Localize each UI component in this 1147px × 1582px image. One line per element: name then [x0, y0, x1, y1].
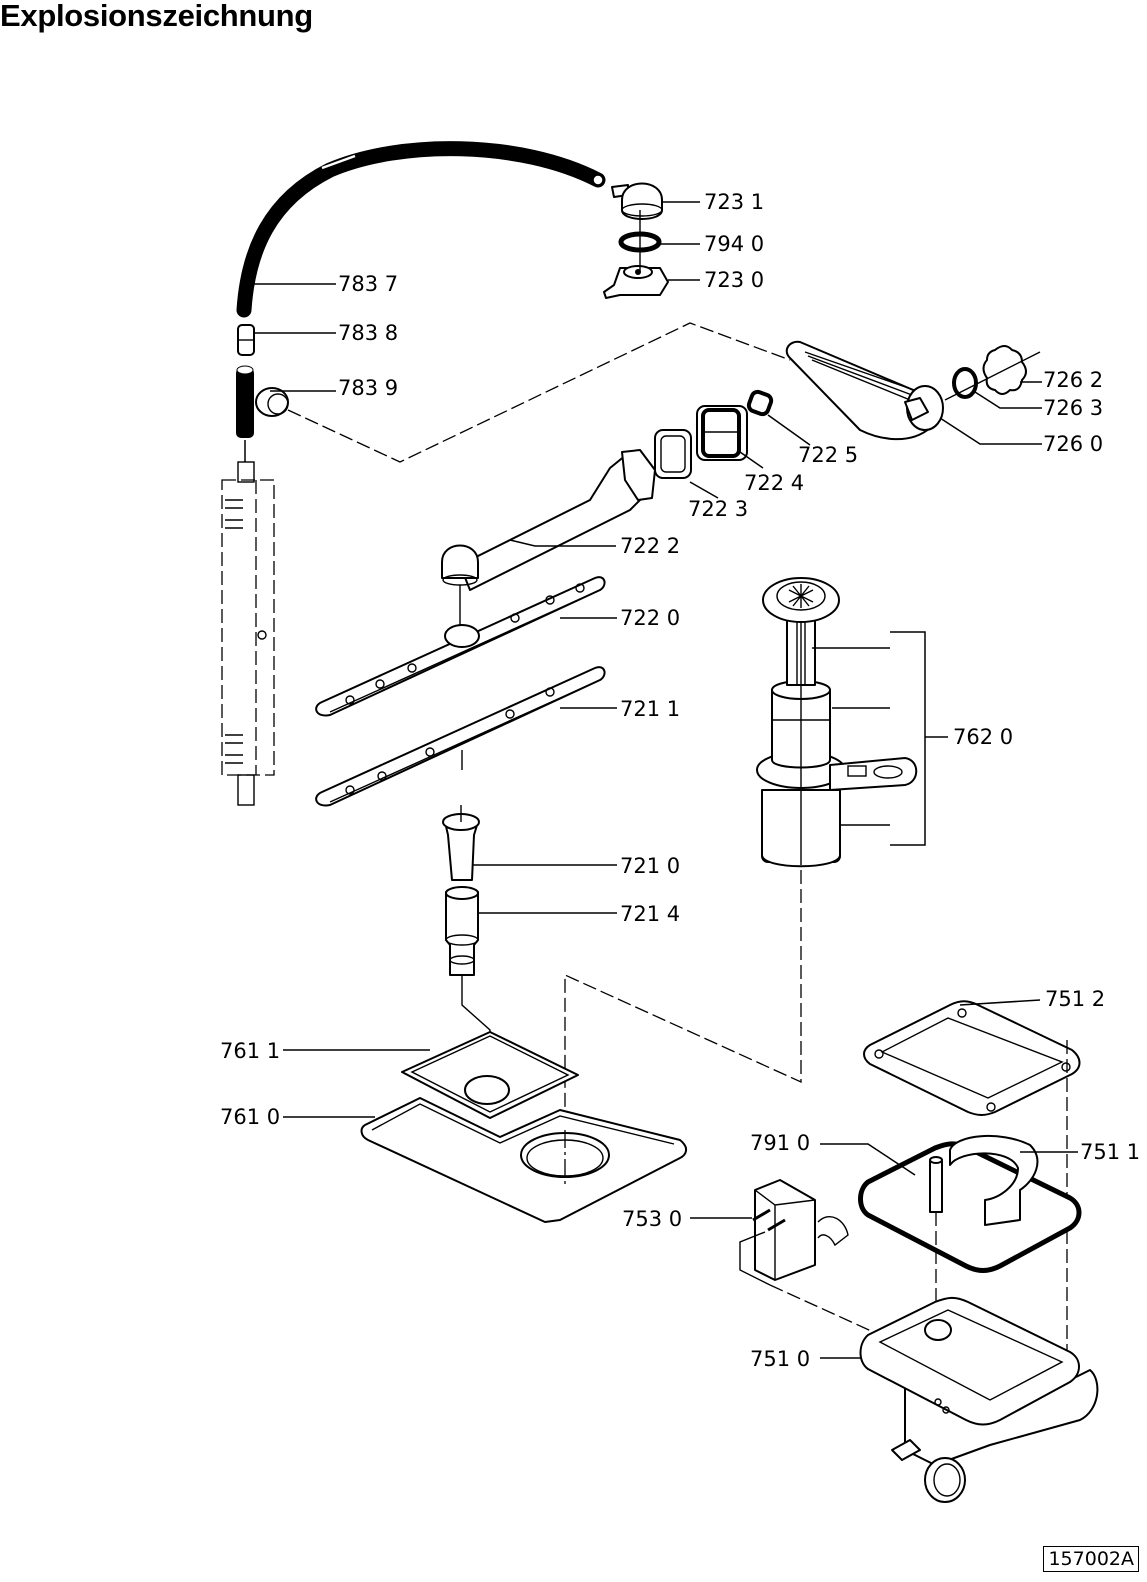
connector-base-part[interactable]: [603, 265, 669, 299]
label-722-5: 722 5: [798, 443, 858, 467]
vertical-pipe-part: [221, 461, 275, 806]
label-723-1: 723 1: [704, 190, 764, 214]
label-762-0: 762 0: [953, 725, 1013, 749]
label-721-0: 721 0: [620, 854, 680, 878]
feed-pipe-part[interactable]: [441, 449, 656, 591]
filter-assembly-part[interactable]: [756, 577, 918, 868]
label-783-9: 783 9: [338, 376, 398, 400]
connector-cap-part[interactable]: [611, 182, 663, 220]
label-783-8: 783 8: [338, 321, 398, 345]
supply-tube-part[interactable]: [785, 340, 944, 441]
leader-lines: [252, 201, 1078, 1359]
filter-route-line: [564, 870, 802, 1150]
page-title: Explosionszeichnung: [0, 0, 313, 33]
label-722-4: 722 4: [744, 471, 804, 495]
label-783-7: 783 7: [338, 272, 398, 296]
label-726-2: 726 2: [1043, 368, 1103, 392]
label-794-0: 794 0: [704, 232, 764, 256]
micro-filter-part[interactable]: [401, 1031, 579, 1119]
label-721-4: 721 4: [620, 902, 680, 926]
upper-spray-arm-part[interactable]: [315, 576, 606, 717]
connection-route-line: [287, 322, 791, 463]
label-753-0: 753 0: [622, 1207, 682, 1231]
sump-gasket-part[interactable]: [858, 1141, 1082, 1273]
filter-bracket: [812, 631, 948, 846]
sump-part[interactable]: [859, 1296, 1099, 1503]
label-726-0: 726 0: [1043, 432, 1103, 456]
connector-part[interactable]: [696, 405, 748, 461]
label-721-1: 721 1: [620, 697, 680, 721]
heater-block-part[interactable]: [752, 1179, 849, 1281]
o-ring-part[interactable]: [952, 367, 978, 399]
label-761-0: 761 0: [220, 1105, 280, 1129]
hose-part[interactable]: [236, 141, 606, 318]
label-751-0: 751 0: [750, 1347, 810, 1371]
label-751-1: 751 1: [1080, 1140, 1140, 1164]
part-labels: 723 1 794 0 723 0 783 7 783 8 783 9 726 …: [220, 190, 1140, 1371]
label-761-1: 761 1: [220, 1039, 280, 1063]
gasket-part[interactable]: [746, 389, 774, 417]
label-791-0: 791 0: [750, 1131, 810, 1155]
label-722-0: 722 0: [620, 606, 680, 630]
label-726-3: 726 3: [1043, 396, 1103, 420]
reference-code: 157002A: [1043, 1546, 1139, 1572]
coupling-sleeve-part[interactable]: [237, 324, 255, 356]
elbow-fitting-part[interactable]: [236, 365, 289, 438]
label-723-0: 723 0: [704, 268, 764, 292]
sump-insert-part[interactable]: [929, 1134, 1039, 1226]
nozzle-part[interactable]: [442, 813, 480, 881]
seal-part[interactable]: [654, 429, 692, 479]
flat-filter-part[interactable]: [360, 1097, 687, 1223]
lower-spray-arm-part[interactable]: [315, 666, 606, 807]
sump-frame-part[interactable]: [863, 1000, 1081, 1116]
label-751-2: 751 2: [1045, 987, 1105, 1011]
label-722-2: 722 2: [620, 534, 680, 558]
bushing-part[interactable]: [445, 886, 479, 976]
label-722-3: 722 3: [688, 497, 748, 521]
